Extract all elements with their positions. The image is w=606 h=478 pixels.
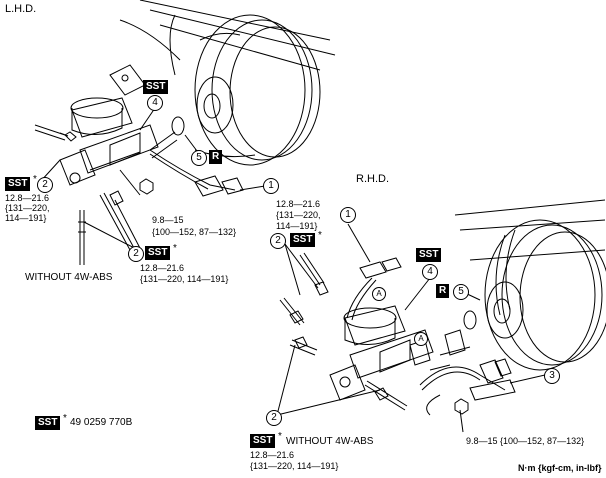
rhd-pipe-bottom — [364, 380, 408, 411]
rhd-pipe-top — [299, 252, 329, 296]
lhd-title: L.H.D. — [5, 3, 37, 15]
sst-number: 49 0259 770B — [70, 417, 133, 428]
lhd-nut — [139, 178, 154, 195]
lhd-r-tag: R — [209, 150, 223, 164]
lhd-o-ring — [171, 116, 185, 136]
rhd-sst-star-bottom: * — [278, 431, 282, 442]
lhd-torque-pipe-1: 12.8—21.6 — [140, 263, 185, 273]
rhd-torque-bottom-2: {131—220, 114—191} — [250, 461, 339, 471]
rhd-pipe-mid — [279, 297, 305, 326]
rhd-callout-5: 5 — [453, 284, 469, 300]
lhd-callout-5: 5 — [191, 150, 207, 166]
rhd-sst-tag-right: SST — [416, 248, 442, 262]
lhd-torque-mc-2: {131—220, — [5, 203, 50, 213]
lhd-torque-nut-1: 9.8—15 — [152, 215, 184, 225]
rhd-callout-1: 1 — [340, 207, 356, 223]
rhd-wire — [419, 366, 506, 391]
rhd-callout-4: 4 — [422, 264, 438, 280]
lhd-callout-2-bottom: 2 — [128, 246, 144, 262]
units-note: N·m {kgf-cm, in-lbf} — [518, 463, 602, 473]
lhd-pipe-upper — [34, 124, 69, 141]
lhd-sst-tag-bottom: SST — [145, 246, 171, 260]
lhd-sst-tag-upper: SST — [143, 80, 169, 94]
rhd-point-a-upper: A — [372, 287, 386, 301]
rhd-title: R.H.D. — [356, 173, 389, 185]
lhd-sst-tag-left: SST — [5, 177, 31, 191]
rhd-top-connector — [359, 257, 402, 279]
rhd-torque-nut: 9.8—15 {100—152, 87—132} — [466, 436, 585, 446]
rhd-o-ring — [463, 310, 477, 330]
lhd-callout-1: 1 — [263, 178, 279, 194]
rhd-sst-tag-bottom: SST — [250, 434, 276, 448]
rhd-r-tag: R — [436, 284, 450, 298]
rhd-without-4w-abs: WITHOUT 4W-ABS — [286, 436, 374, 447]
rhd-torque-top-1: 12.8—21.6 — [276, 199, 321, 209]
rhd-pipe-left — [289, 336, 318, 356]
lhd-without-4w-abs: WITHOUT 4W-ABS — [25, 272, 113, 283]
rhd-master-cylinder — [329, 305, 434, 401]
lhd-torque-pipe-2: {131—220, 114—191} — [140, 274, 229, 284]
rhd-bracket — [439, 329, 471, 356]
rhd-torque-top-2: {131—220, — [276, 210, 321, 220]
lhd-pipe-right — [99, 190, 135, 251]
rhd-callout-3: 3 — [544, 368, 560, 384]
rhd-abs-connector — [479, 358, 512, 384]
lhd-pipe-lower — [78, 210, 86, 265]
rhd-torque-bottom-1: 12.8—21.6 — [250, 450, 295, 460]
lhd-sst-star-bottom: * — [173, 243, 177, 254]
rhd-callout-2-bottom: 2 — [266, 410, 282, 426]
lhd-master-cylinder — [59, 97, 159, 186]
rhd-point-a-lower: A — [414, 332, 428, 346]
lhd-torque-mc-1: 12.8—21.6 — [5, 193, 50, 203]
rhd-callout-2-top: 2 — [270, 233, 286, 249]
sst-legend-star: * — [63, 413, 67, 424]
rhd-torque-top-3: 114—191} — [276, 221, 318, 231]
lhd-sst-star-left: * — [33, 174, 37, 185]
rhd-sst-star-top: * — [318, 230, 322, 241]
lhd-torque-mc-3: 114—191} — [5, 213, 47, 223]
lhd-torque-nut-2: {100—152, 87—132} — [152, 227, 237, 237]
lhd-callout-4: 4 — [147, 95, 163, 111]
rhd-sst-tag-top: SST — [290, 233, 316, 247]
rhd-nut — [454, 398, 469, 415]
sst-legend-tag: SST — [35, 416, 61, 430]
lhd-callout-2-left: 2 — [37, 177, 53, 193]
rhd-brake-booster — [484, 219, 606, 371]
lhd-brake-booster — [194, 14, 321, 166]
rhd-frame-lines — [454, 199, 606, 261]
lhd-frame-lines — [139, 0, 336, 71]
